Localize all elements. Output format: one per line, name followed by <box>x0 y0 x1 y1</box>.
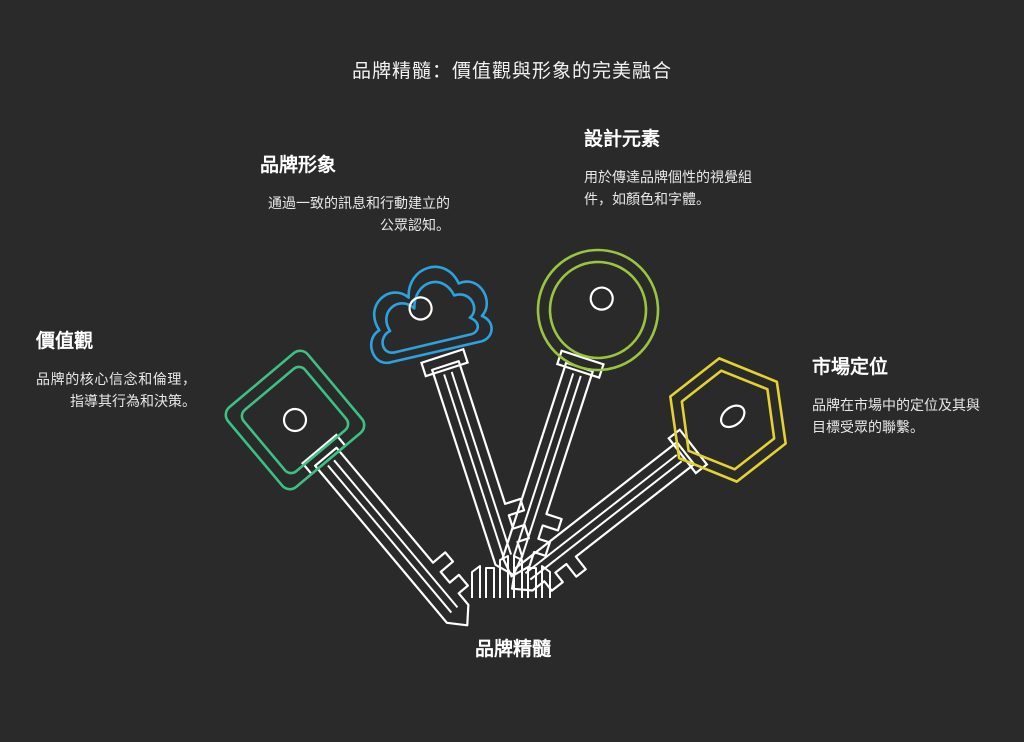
brand-image-heading: 品牌形象 <box>260 154 337 176</box>
page-title: 品牌精髓：價值觀與形象的完美融合 <box>351 60 672 82</box>
brand-image-section: 品牌形象 通過一致的訊息和行動建立的公眾認知。 <box>260 150 450 237</box>
barcode-lock-icon <box>471 555 551 598</box>
market-positioning-heading: 市場定位 <box>812 356 889 378</box>
round-key-icon <box>489 248 660 587</box>
values-section: 價值觀 品牌的核心信念和倫理，指導其行為和決策。 <box>36 326 196 413</box>
market-positioning-description: 品牌在市場中的定位及其與目標受眾的聯繫。 <box>812 398 980 436</box>
values-heading: 價值觀 <box>36 330 94 352</box>
square-key-icon <box>224 349 492 641</box>
hexagon-key-icon <box>497 357 787 614</box>
square-key-bow <box>224 349 366 491</box>
market-positioning-section: 市場定位 品牌在市場中的定位及其與目標受眾的聯繫。 <box>812 352 992 439</box>
values-description: 品牌的核心信念和倫理，指導其行為和決策。 <box>36 372 196 410</box>
design-elements-description: 用於傳達品牌個性的視覺組件，如顏色和字體。 <box>584 170 752 208</box>
cloud-key-icon <box>369 265 544 583</box>
design-elements-section: 設計元素 用於傳達品牌個性的視覺組件，如顏色和字體。 <box>584 124 759 211</box>
design-elements-heading: 設計元素 <box>584 128 661 150</box>
brand-essence-label: 品牌精髓 <box>474 638 551 660</box>
brand-image-description: 通過一致的訊息和行動建立的公眾認知。 <box>268 196 450 234</box>
